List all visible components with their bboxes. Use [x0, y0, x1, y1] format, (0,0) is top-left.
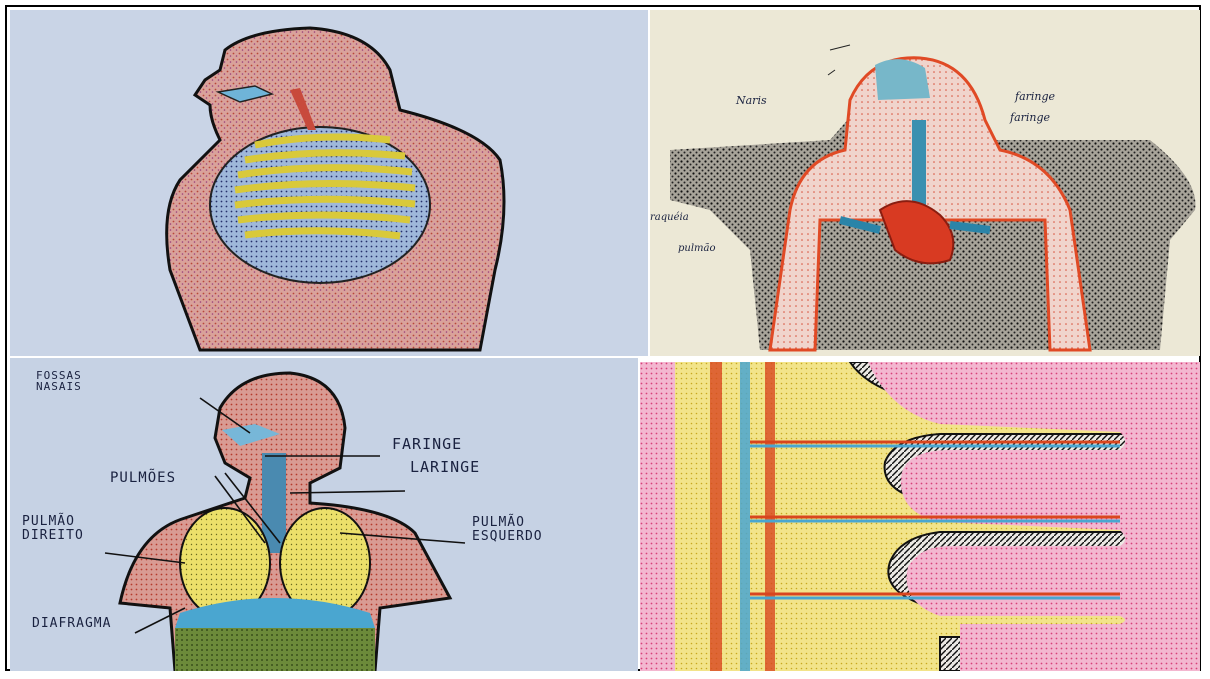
label-nasal-cavities: FOSSAS NASAIS — [36, 370, 126, 392]
panel-torso-ribcage — [10, 10, 648, 356]
label-trachea: traquéia — [650, 212, 689, 223]
label-larynx: faringe — [1015, 90, 1055, 103]
label-larynx-diagram: LARINGE — [410, 458, 480, 476]
label-left-lung: PULMÃO ESQUERDO — [472, 516, 602, 544]
panel-respiratory-system: Naris faringe faringe traquéia pulmão — [650, 10, 1200, 356]
torso-ribcage-illustration — [10, 10, 648, 356]
label-lungs: PULMÕES — [110, 470, 176, 486]
label-diaphragm: DIAFRAGMA — [32, 616, 111, 631]
label-right-lung: PULMÃO DIREITO — [22, 515, 102, 543]
label-pharynx-diagram: FARINGE — [392, 435, 462, 453]
label-nose: Naris — [736, 94, 767, 107]
intestinal-villi-illustration — [640, 362, 1200, 671]
panel-intestinal-villi — [640, 362, 1200, 671]
panel-respiratory-diagram: FOSSAS NASAIS FARINGE LARINGE PULMÕES PU… — [10, 358, 638, 671]
label-pharynx: faringe — [1010, 111, 1050, 124]
respiratory-system-illustration — [650, 10, 1200, 356]
label-lung: pulmão — [678, 243, 716, 254]
